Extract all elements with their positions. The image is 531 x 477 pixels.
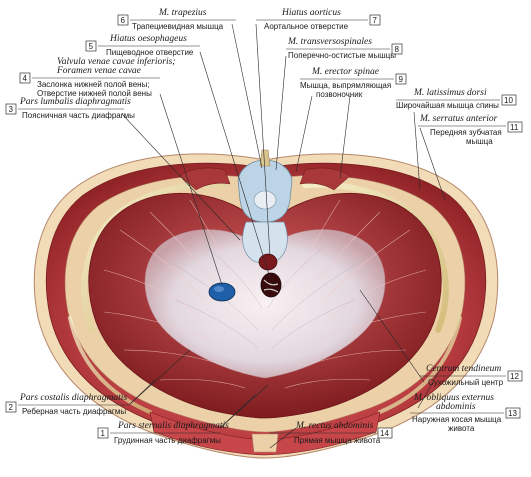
svg-text:M. transversospinales: M. transversospinales [287, 37, 372, 47]
svg-text:Pars sternalis diaphragmatis: Pars sternalis diaphragmatis [117, 421, 229, 431]
svg-text:12: 12 [510, 372, 519, 381]
svg-text:Hiatus aorticus: Hiatus aorticus [281, 8, 341, 18]
svg-text:Foramen venae cavae: Foramen venae cavae [56, 66, 141, 76]
svg-text:8: 8 [395, 45, 400, 54]
svg-text:6: 6 [121, 16, 126, 25]
label-13: M. obliquus externus abdominis 13 Наружн… [410, 393, 521, 433]
svg-text:Реберная часть диафрагмы: Реберная часть диафрагмы [22, 407, 126, 416]
label-8: 8 M. transversospinales Поперечно-остист… [286, 37, 403, 60]
svg-text:мышца: мышца [466, 137, 493, 146]
svg-text:Аортальное отверстие: Аортальное отверстие [264, 22, 349, 31]
svg-text:живота: живота [448, 424, 475, 433]
svg-text:M. trapezius: M. trapezius [158, 8, 207, 18]
leader-lines [121, 23, 446, 449]
svg-text:Грудинная часть диафрагмы: Грудинная часть диафрагмы [114, 436, 221, 445]
svg-text:10: 10 [504, 96, 513, 105]
svg-text:Сухожильный центр: Сухожильный центр [428, 378, 504, 387]
vena-cava-foramen [208, 282, 236, 302]
ribs [68, 181, 462, 414]
label-1: Pars sternalis diaphragmatis 1 Грудинная… [97, 421, 229, 445]
svg-text:Наружная косая мышца: Наружная косая мышца [412, 415, 502, 424]
label-14: M. rectus abdominis 14 Прямая мышца живо… [270, 421, 393, 445]
svg-text:4: 4 [23, 74, 28, 83]
svg-text:Передняя зубчатая: Передняя зубчатая [430, 128, 502, 137]
label-11: 11 M. serratus anterior Передняя зубчата… [418, 114, 523, 146]
svg-text:14: 14 [380, 429, 389, 438]
svg-text:Hiatus oesophageus: Hiatus oesophageus [109, 34, 187, 44]
svg-text:Отверстие нижней полой вены: Отверстие нижней полой вены [37, 89, 152, 98]
aortic-hiatus [258, 253, 278, 271]
oesophageal-hiatus [260, 272, 282, 298]
svg-text:M. erector spinae: M. erector spinae [311, 67, 379, 77]
svg-text:Широчайшая мышца спины: Широчайшая мышца спины [396, 101, 499, 110]
label-5: 5 Hiatus oesophageus Пищеводное отверсти… [85, 34, 200, 57]
svg-text:позвоночник: позвоночник [316, 90, 363, 99]
label-9: 9 M. erector spinae Мышца, выпрямляющая … [300, 67, 407, 99]
svg-text:Мышца, выпрямляющая: Мышца, выпрямляющая [300, 81, 391, 90]
svg-text:Centrum tendineum: Centrum tendineum [426, 364, 501, 374]
svg-text:M. latissimus dorsi: M. latissimus dorsi [413, 88, 487, 98]
vertebra [237, 149, 293, 264]
svg-text:Поперечно-остистые мышцы: Поперечно-остистые мышцы [288, 51, 396, 60]
svg-text:Pars costalis diaphragmatis: Pars costalis diaphragmatis [19, 393, 127, 403]
svg-text:Трапециевидная мышца: Трапециевидная мышца [132, 22, 224, 31]
label-7: 7 Hiatus aorticus Аортальное отверстие [256, 8, 381, 31]
svg-text:5: 5 [89, 42, 94, 51]
svg-text:Поясничная часть диафрагмы: Поясничная часть диафрагмы [22, 111, 135, 120]
svg-text:1: 1 [101, 429, 106, 438]
svg-text:Прямая мышца живота: Прямая мышца живота [294, 436, 381, 445]
svg-text:M. serratus anterior: M. serratus anterior [419, 114, 498, 124]
label-6: 6 M. trapezius Трапециевидная мышца [117, 8, 236, 31]
svg-text:9: 9 [399, 75, 404, 84]
svg-text:Valvula venae cavae inferioris: Valvula venae cavae inferioris; [57, 56, 175, 67]
label-3: 3 Pars lumbalis diaphragmatis Поясничная… [5, 97, 135, 120]
svg-text:Пищеводное отверстие: Пищеводное отверстие [106, 48, 194, 57]
svg-text:2: 2 [9, 403, 14, 412]
svg-text:7: 7 [373, 16, 378, 25]
svg-text:11: 11 [510, 123, 519, 132]
back-muscles [179, 167, 351, 191]
anterior-wall [149, 411, 381, 456]
label-2: 2 Pars costalis diaphragmatis Реберная ч… [5, 393, 130, 416]
svg-text:3: 3 [9, 105, 14, 114]
label-4: Valvula venae cavae inferioris; Foramen … [19, 56, 175, 98]
svg-text:Заслонка нижней полой вены;: Заслонка нижней полой вены; [37, 80, 150, 89]
svg-text:13: 13 [508, 409, 517, 418]
svg-text:Pars lumbalis diaphragmatis: Pars lumbalis diaphragmatis [19, 97, 131, 107]
svg-text:M. obliquus externus: M. obliquus externus [413, 393, 494, 403]
label-12: 12 Centrum tendineum Сухожильный центр [420, 364, 523, 387]
labels: 6 M. trapezius Трапециевидная мышца 7 Hi… [5, 8, 523, 445]
svg-text:abdominis: abdominis [436, 402, 476, 412]
svg-text:M. rectus abdominis: M. rectus abdominis [295, 421, 374, 431]
label-10: 10 M. latissimus dorsi Широчайшая мышца … [396, 88, 517, 110]
